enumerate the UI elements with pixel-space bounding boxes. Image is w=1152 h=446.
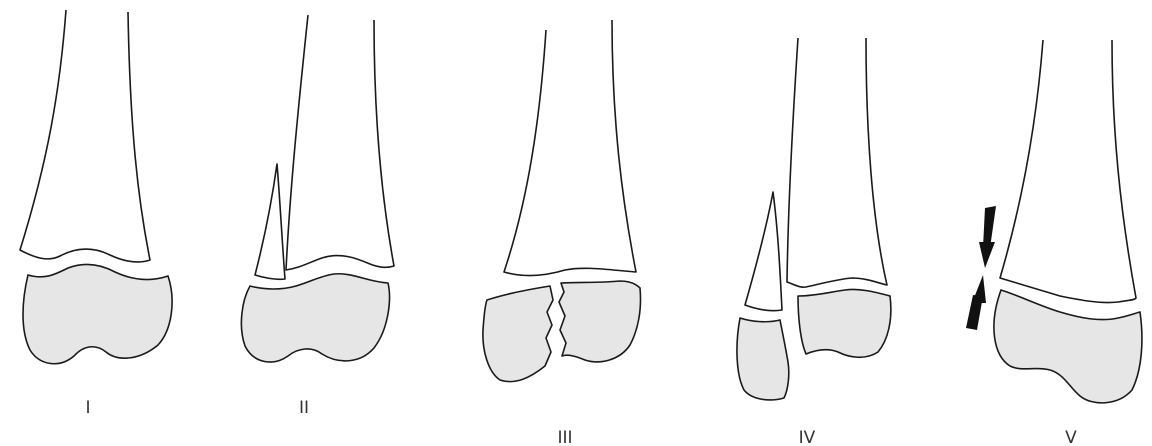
epiphysis-fragment-right bbox=[559, 281, 641, 362]
epiphysis-fragment-left bbox=[483, 286, 553, 382]
epiphysis-fragment-left bbox=[737, 318, 789, 400]
metaphysis-shaft bbox=[286, 15, 394, 270]
metaphysis-shaft bbox=[20, 10, 150, 262]
epiphysis bbox=[994, 290, 1142, 403]
epiphysis bbox=[23, 265, 172, 364]
type-3-label: III bbox=[557, 428, 572, 446]
fracture-type-2: II bbox=[241, 15, 394, 418]
type-1-label: I bbox=[85, 398, 90, 418]
type-5-label: V bbox=[1065, 428, 1077, 446]
metaphyseal-fragment bbox=[255, 164, 285, 279]
type-2-label: II bbox=[299, 398, 309, 418]
metaphysis-shaft bbox=[1000, 40, 1136, 303]
fracture-type-3: III bbox=[483, 20, 641, 446]
epiphysis bbox=[241, 274, 389, 362]
fracture-type-1: I bbox=[20, 10, 172, 418]
epiphysis-main bbox=[798, 289, 891, 357]
type-4-label: IV bbox=[799, 428, 816, 446]
compression-arrow-upper bbox=[979, 206, 996, 268]
compression-arrow-lower bbox=[966, 275, 986, 330]
metaphysis-shaft bbox=[787, 38, 887, 287]
fracture-type-4: IV bbox=[737, 38, 891, 446]
metaphyseal-fragment bbox=[745, 192, 782, 311]
metaphysis-shaft bbox=[504, 20, 636, 276]
fracture-type-5: V bbox=[966, 40, 1142, 446]
